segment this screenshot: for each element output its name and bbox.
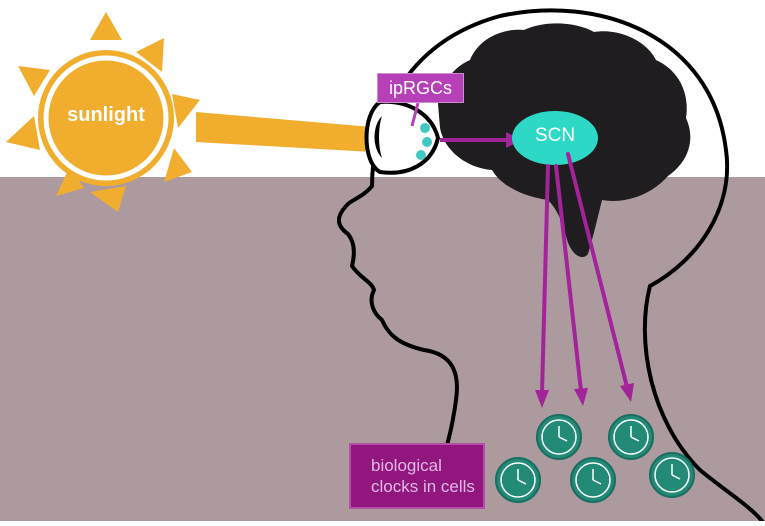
cell-dot (420, 123, 430, 133)
eye-icon (364, 99, 441, 175)
sun-icon (6, 12, 200, 212)
biological-clocks-line-2: clocks in cells (371, 477, 475, 496)
clock-icon (570, 457, 616, 503)
iprgcs-label: ipRGCs (377, 73, 464, 103)
head-outline (337, 8, 764, 523)
callout-line (410, 102, 420, 127)
arrow-heads (535, 383, 634, 408)
clock-icon (649, 452, 695, 498)
biological-clocks-label: biological clocks in cells (349, 443, 485, 509)
scn-label: SCN (534, 125, 576, 146)
scn-to-clocks-arrows (540, 152, 629, 395)
biological-clocks-line-1: biological (371, 456, 442, 475)
sun-ring (43, 55, 169, 181)
cell-dot (422, 137, 432, 147)
clock-icon (608, 414, 654, 460)
cell-dot (416, 150, 426, 160)
light-beam (196, 112, 412, 152)
clock-icon (495, 457, 541, 503)
sun-disc (38, 50, 174, 186)
sun-rays (6, 12, 200, 212)
clock-icon (536, 414, 582, 460)
scn-ellipse (512, 111, 598, 165)
sunlight-label: sunlight (67, 104, 145, 126)
